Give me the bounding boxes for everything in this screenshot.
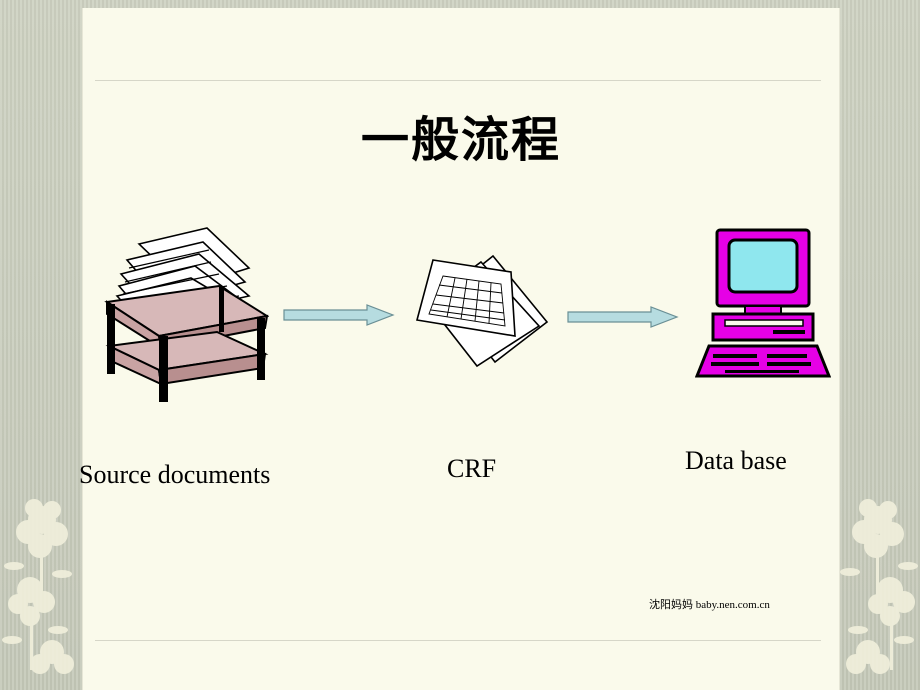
- flow-arrow-1-icon: [283, 304, 395, 326]
- step-label-database: Data base: [685, 446, 787, 475]
- step-label-crf: CRF: [447, 454, 497, 483]
- flower-decoration-left-icon: [2, 499, 74, 674]
- slide-title: 一般流程: [360, 112, 561, 168]
- paper-tray-icon: [104, 227, 269, 402]
- slide-canvas: 一般流程: [79, 8, 840, 690]
- crf-form-icon: [415, 254, 549, 368]
- flow-arrow-2-icon: [567, 306, 679, 328]
- computer-icon: [695, 228, 831, 378]
- top-divider: [95, 80, 821, 81]
- bottom-divider: [95, 640, 821, 641]
- flower-decoration-right-icon: [840, 499, 918, 674]
- footer-watermark: 沈阳妈妈 baby.nen.com.cn: [649, 599, 770, 611]
- step-label-source-documents: Source documents: [79, 460, 271, 489]
